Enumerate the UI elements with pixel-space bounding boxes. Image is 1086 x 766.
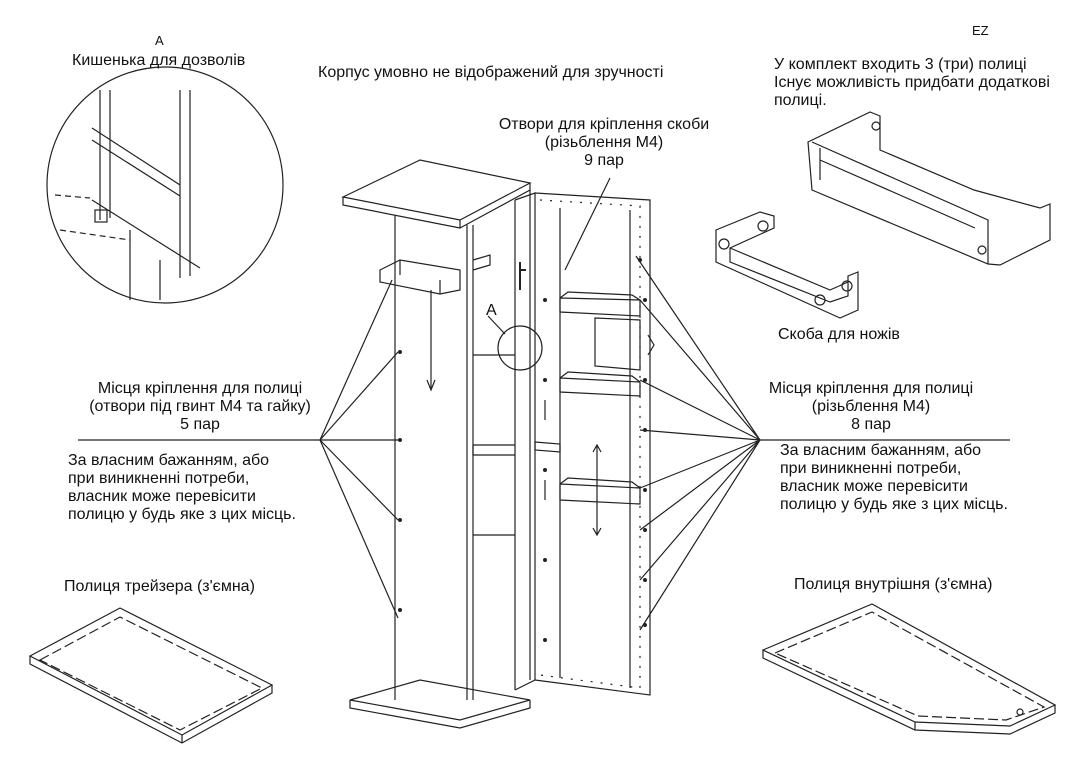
- right-mount-line-2: (різьблення M4): [811, 398, 931, 415]
- tray-shelf-label: Полиця трейзера (з'ємна): [64, 578, 255, 595]
- corner-code: EZ: [972, 23, 989, 38]
- right-note-line-2: при виникненні потреби,: [780, 460, 962, 477]
- detail-circle-a: [46, 66, 284, 304]
- knife-bracket: [715, 211, 859, 319]
- shelves-included-line-2: Існує можливість придбати додаткові: [774, 74, 1050, 91]
- callout-a: [487, 315, 543, 371]
- bracket-holes-line-3: 9 пар: [584, 152, 624, 169]
- cabinet: [341, 159, 655, 729]
- bracket-leader: [564, 177, 611, 271]
- mount-holes: [398, 258, 647, 642]
- shelves-included-line-1: У комплект входить 3 (три) полиці: [774, 56, 1027, 73]
- right-note: За власним бажанням, або при виникненні …: [780, 442, 1008, 514]
- detail-title: Кишенька для дозволів: [72, 52, 246, 69]
- shelves-included-line-3: полиці.: [774, 92, 827, 109]
- left-leaders: [78, 279, 399, 619]
- left-mount-line-1: Місця кріплення для полиці: [97, 380, 303, 397]
- left-note-line-4: полицю у будь яке з цих місць.: [68, 506, 296, 523]
- right-leaders: [635, 255, 1010, 631]
- right-mount-label: Місця кріплення для полиці (різьблення M…: [756, 380, 986, 434]
- shelves-included-note: У комплект входить 3 (три) полиці Існує …: [774, 56, 1050, 110]
- left-note: За власним бажанням, або при виникненні …: [68, 452, 296, 524]
- left-mount-line-3: 5 пар: [180, 416, 220, 433]
- right-note-line-1: За власним бажанням, або: [780, 442, 982, 459]
- detail-letter: A: [155, 33, 164, 48]
- right-mount-line-3: 8 пар: [851, 416, 891, 433]
- inner-shelf-label: Полиця внутрішня (з'ємна): [794, 576, 993, 593]
- bracket-holes-line-2: (різьблення M4): [544, 134, 664, 151]
- right-note-line-4: полицю у будь яке з цих місць.: [780, 496, 1008, 513]
- right-mount-line-1: Місця кріплення для полиці: [768, 380, 974, 397]
- left-note-line-3: власник може перевісити: [68, 488, 256, 505]
- tray-shelf: [28, 607, 274, 744]
- included-shelf: [807, 111, 1051, 266]
- callout-letter: A: [486, 302, 497, 319]
- top-note: Корпус умовно не відображений для зручно…: [318, 64, 664, 81]
- inner-shelf: [761, 603, 1057, 735]
- bracket-holes-line-1: Отвори для кріплення скоби: [498, 116, 710, 133]
- left-mount-label: Місця кріплення для полиці (отвори під г…: [70, 380, 330, 434]
- left-note-line-1: За власним бажанням, або: [68, 452, 270, 469]
- knife-bracket-label: Скоба для ножів: [778, 326, 900, 343]
- bracket-holes-label: Отвори для кріплення скоби (різьблення M…: [484, 116, 724, 170]
- left-mount-line-2: (отвори під гвинт M4 та гайку): [89, 398, 311, 415]
- left-note-line-2: при виникненні потреби,: [68, 470, 250, 487]
- right-note-line-3: власник може перевісити: [780, 478, 968, 495]
